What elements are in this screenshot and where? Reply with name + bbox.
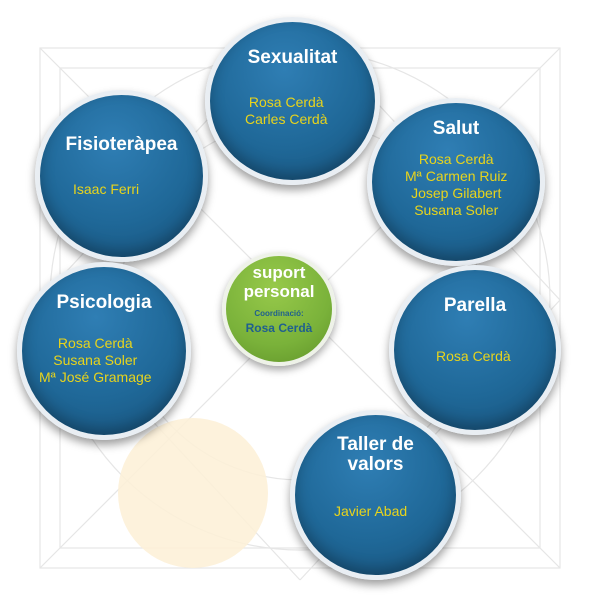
node-title-line: valors <box>347 454 404 475</box>
person-name: Carles Cerdà <box>245 111 328 127</box>
person-name: Susana Soler <box>53 352 138 368</box>
people-list: Javier Abad <box>334 503 407 520</box>
node-title: Psicologia <box>56 292 152 313</box>
people-list: Rosa Cerdà <box>436 348 511 365</box>
person-name: Josep Gilabert <box>411 185 502 201</box>
node-title: Sexualitat <box>247 47 338 68</box>
person-name: Isaac Ferri <box>73 181 140 197</box>
person-name: Mª Carmen Ruiz <box>405 168 508 184</box>
people-list: Rosa Cerdà Carles Cerdà <box>245 94 327 128</box>
center-title-line: personal <box>243 282 315 301</box>
people-list: Isaac Ferri <box>73 181 139 198</box>
node-title: Salut <box>432 118 480 139</box>
decorative-circle <box>118 418 268 568</box>
people-list: Rosa Cerdà Susana Soler Mª José Gramage <box>39 335 152 386</box>
person-name: Mª José Gramage <box>39 369 152 385</box>
coordination-label: Coordinació: <box>254 309 304 318</box>
center-title-line: suport <box>252 263 306 282</box>
node-parella: Parella Rosa Cerdà <box>389 265 561 435</box>
node-salut: Salut Rosa Cerdà Mª Carmen Ruiz Josep Gi… <box>367 98 545 266</box>
people-list: Rosa Cerdà Mª Carmen Ruiz Josep Gilabert… <box>405 151 507 219</box>
person-name: Susana Soler <box>414 202 499 218</box>
person-name: Rosa Cerdà <box>248 94 324 110</box>
node-fisioterapea: Fisioteràpea Isaac Ferri <box>35 90 208 262</box>
node-suport-personal: suport personal Coordinació: Rosa Cerdà <box>222 252 336 366</box>
center-title: suport personal <box>226 263 332 301</box>
node-title: Fisioteràpea <box>65 134 178 155</box>
node-title-line: Taller de <box>337 434 414 455</box>
person-name: Javier Abad <box>334 503 408 519</box>
node-psicologia: Psicologia Rosa Cerdà Susana Soler Mª Jo… <box>17 262 191 440</box>
node-sexualitat: Sexualitat Rosa Cerdà Carles Cerdà <box>205 17 380 185</box>
person-name: Rosa Cerdà <box>418 151 494 167</box>
person-name: Rosa Cerdà <box>436 348 511 364</box>
person-name: Rosa Cerdà <box>57 335 133 351</box>
node-title: Parella <box>443 295 507 316</box>
node-taller-de-valors: Taller de valors Javier Abad <box>290 410 461 580</box>
coordinator-name: Rosa Cerdà <box>245 321 313 335</box>
node-title: Taller de valors <box>295 435 456 475</box>
